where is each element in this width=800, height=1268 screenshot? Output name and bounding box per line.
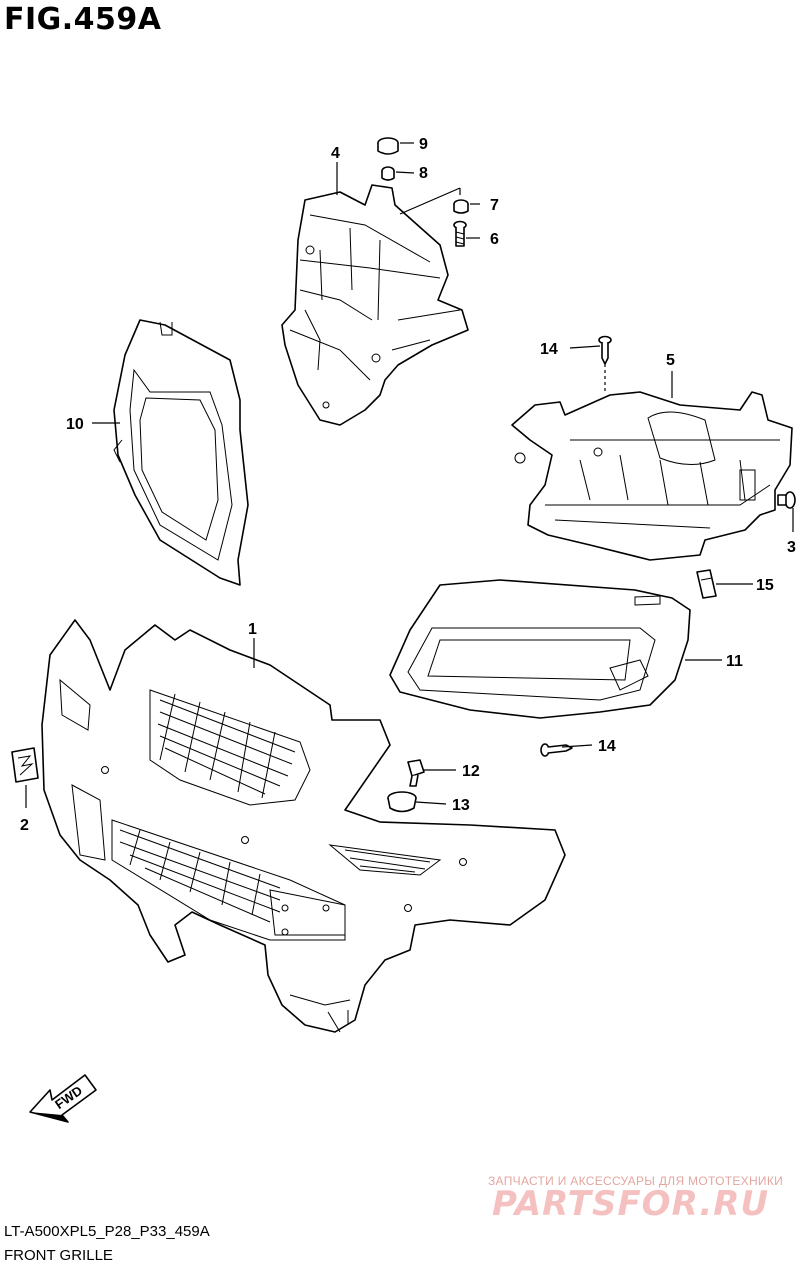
callout-12: 12 — [462, 763, 480, 780]
callout-10: 10 — [66, 416, 84, 433]
callout-6: 6 — [490, 231, 499, 248]
callout-5: 5 — [666, 352, 675, 369]
part-3-clip — [777, 491, 796, 509]
callout-4: 4 — [331, 145, 340, 162]
callout-9: 9 — [419, 136, 428, 153]
part-14-screw-upper — [598, 335, 612, 365]
part-10-housing — [113, 319, 249, 586]
part-2-emblem — [11, 747, 39, 783]
callout-14-upper: 14 — [540, 341, 558, 358]
part-5-tray — [511, 391, 793, 561]
part-1-front-grille — [41, 619, 566, 1033]
callout-2: 2 — [20, 817, 29, 834]
part-12-rivet — [407, 759, 425, 787]
part-14-screw-lower — [540, 743, 573, 757]
callout-11: 11 — [726, 653, 743, 670]
part-7-nut — [453, 199, 469, 214]
watermark-brand: PARTSFOR.RU — [492, 1184, 770, 1224]
watermark-tagline: ЗАПЧАСТИ И АКСЕССУАРЫ ДЛЯ МОТОТЕХНИКИ — [488, 1174, 784, 1188]
callout-8: 8 — [419, 165, 428, 182]
part-4-bracket — [281, 184, 469, 426]
part-6-bolt — [453, 220, 467, 247]
callout-1: 1 — [248, 621, 257, 638]
part-13-grommet — [387, 791, 417, 813]
figure-title: FIG.459A — [4, 2, 162, 37]
callout-3: 3 — [787, 539, 796, 556]
callout-14-lower: 14 — [598, 738, 616, 755]
part-9-grommet — [377, 137, 399, 155]
diagram-code: LT-A500XPL5_P28_P33_459A — [4, 1223, 210, 1240]
fwd-direction-arrow: FWD — [29, 1074, 97, 1123]
part-8-nut — [381, 166, 395, 181]
part-11-housing — [389, 579, 691, 719]
callout-7: 7 — [490, 197, 499, 214]
callout-13: 13 — [452, 797, 470, 814]
diagram-name: FRONT GRILLE — [4, 1247, 113, 1264]
part-15-clip — [696, 569, 717, 599]
callout-15: 15 — [756, 577, 774, 594]
